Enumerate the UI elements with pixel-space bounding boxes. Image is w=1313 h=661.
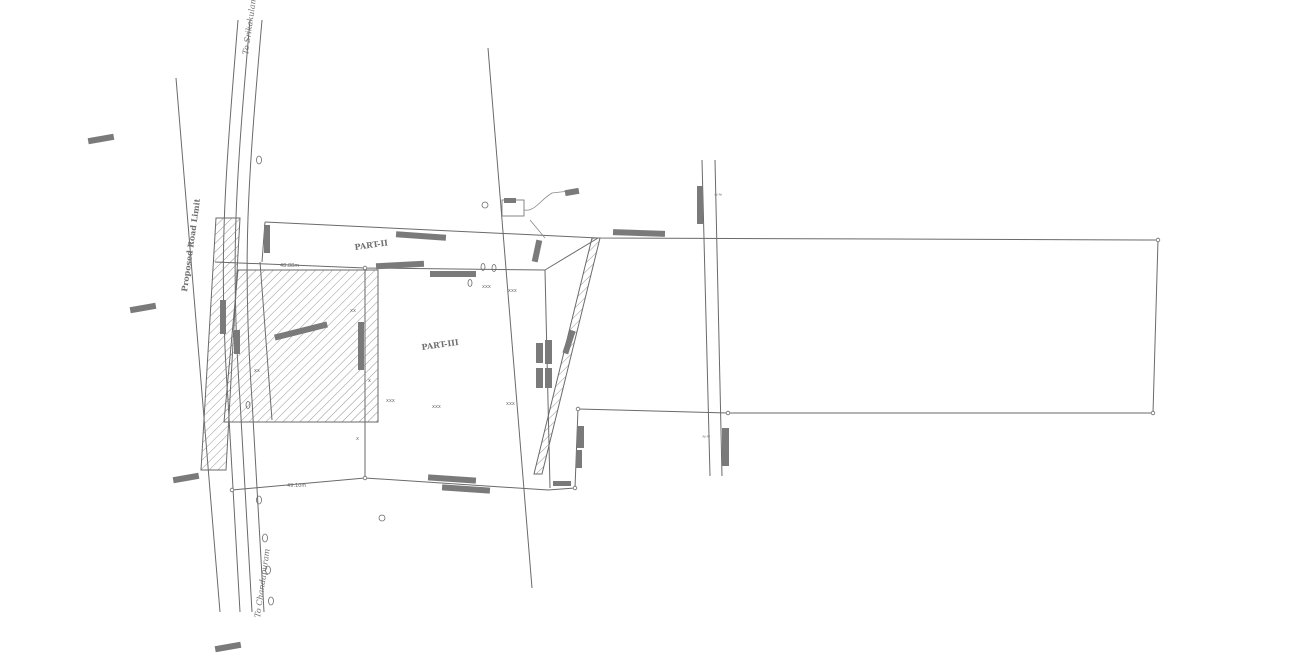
label-proposed-road: Proposed Road Limit bbox=[179, 198, 202, 293]
svg-text:≈≈: ≈≈ bbox=[714, 192, 722, 198]
svg-text:xx: xx bbox=[350, 308, 356, 314]
redacted-labels bbox=[87, 133, 729, 653]
svg-text:xxx: xxx bbox=[508, 288, 517, 294]
svg-text:xxx: xxx bbox=[482, 284, 491, 290]
diagonal-strip-hatch bbox=[533, 237, 601, 475]
label-part-ii: PART-II bbox=[354, 237, 389, 252]
cross-hatch-icon: xxx xxx xxx xxx xxx xx xx x x ≈≈ ≈≈ bbox=[254, 192, 722, 442]
label-dim-top: 48.88m bbox=[280, 263, 299, 269]
svg-text:xxx: xxx bbox=[506, 401, 515, 407]
right-road bbox=[701, 159, 723, 477]
svg-text:x: x bbox=[368, 378, 371, 384]
svg-text:xxx: xxx bbox=[386, 398, 395, 404]
middle-road bbox=[487, 47, 533, 589]
survey-nodes bbox=[229, 237, 1161, 493]
svg-text:xxx: xxx bbox=[432, 404, 441, 410]
svg-text:≈≈: ≈≈ bbox=[702, 434, 710, 440]
tree-icon bbox=[245, 155, 497, 606]
label-to-north: To Srikakulam bbox=[241, 0, 258, 55]
label-part-iii: PART-III bbox=[421, 337, 460, 352]
label-to-south: To Chandapuram bbox=[253, 548, 272, 619]
small-structure bbox=[501, 189, 579, 239]
svg-text:xx: xx bbox=[254, 368, 260, 374]
svg-text:x: x bbox=[356, 436, 359, 442]
road-limit-hatch bbox=[200, 217, 241, 471]
building-hatch bbox=[223, 269, 379, 423]
label-dim-bottom: 49.10m bbox=[287, 483, 306, 489]
